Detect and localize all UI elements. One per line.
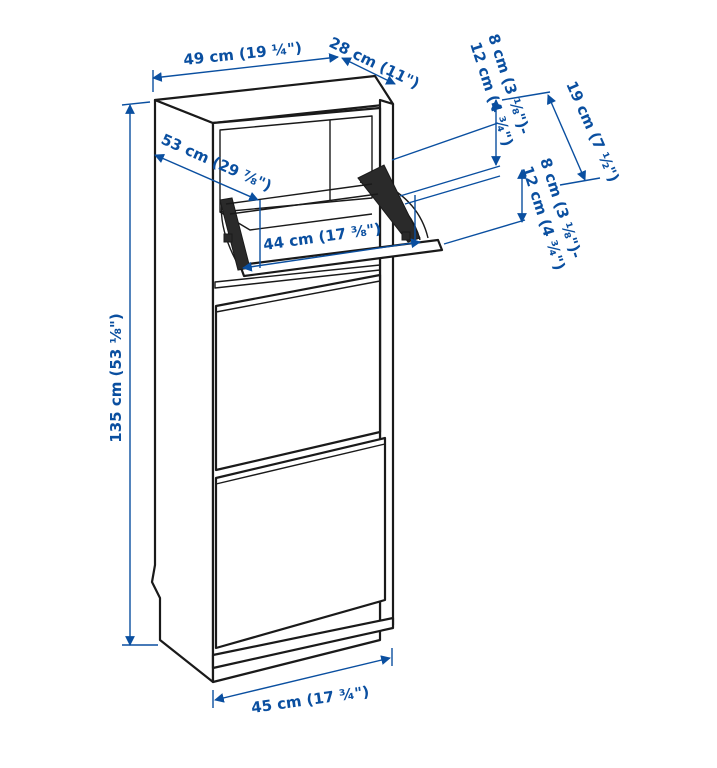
dimension-lines [121,53,601,708]
cabinet [150,74,444,684]
height-label: 135 cm (53 ⅛") [107,313,125,442]
middle-door [214,273,382,472]
top-width-label: 49 cm (19 ¼") [183,39,303,69]
lower-door [214,436,387,650]
door-height-label: 19 cm (7 ½") [562,78,623,184]
left-side-panel [150,98,215,684]
right-hinge-bracket [357,164,421,243]
